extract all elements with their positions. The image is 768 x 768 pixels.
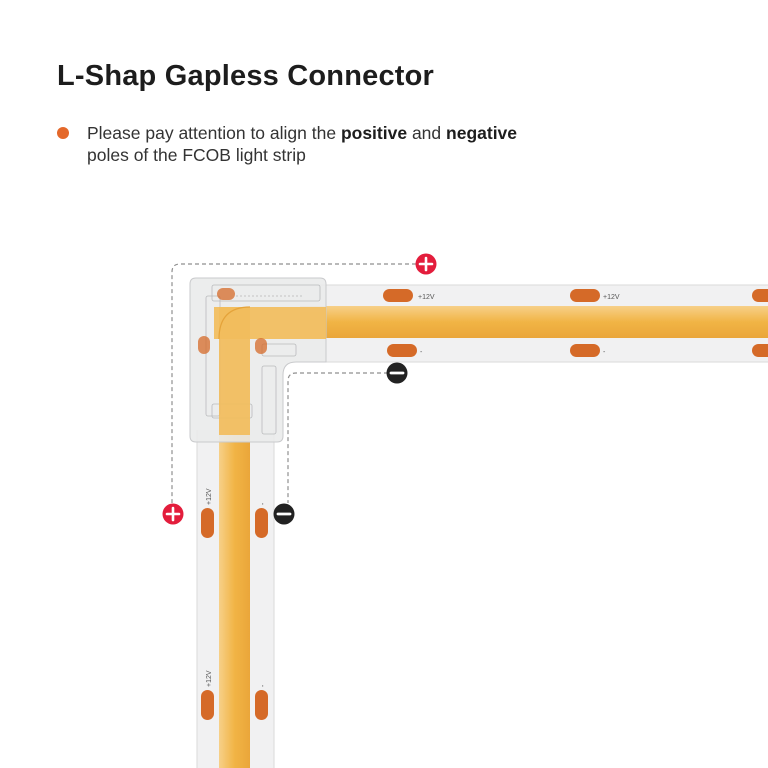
solder-pad xyxy=(387,344,417,357)
pad-label-positive: +12V xyxy=(206,488,213,505)
pad-label-negative: - xyxy=(260,502,267,505)
bullet-icon xyxy=(57,127,69,139)
horizontal-light-strip: +12V +12V - - xyxy=(300,284,768,363)
negative-guide-line xyxy=(287,372,388,503)
note-positive: positive xyxy=(340,123,408,143)
solder-pad xyxy=(201,508,214,538)
solder-pad xyxy=(255,508,268,538)
solder-pad xyxy=(198,336,210,354)
note-text-line2: poles of the FCOB light strip xyxy=(87,145,306,165)
negative-pole-marker xyxy=(273,503,295,525)
solder-pad xyxy=(255,338,267,354)
solder-pad xyxy=(752,344,768,357)
horizontal-cob-light xyxy=(300,306,768,338)
solder-pad xyxy=(217,288,235,300)
connector-light-vertical xyxy=(219,307,250,435)
solder-pad xyxy=(570,344,600,357)
pad-label-positive: +12V xyxy=(603,294,620,301)
instruction-text: Please pay attention to align the positi… xyxy=(87,122,517,166)
note-negative: negative xyxy=(446,123,518,143)
l-connector xyxy=(189,277,327,443)
pad-label-negative: - xyxy=(420,349,423,356)
pad-label-positive: +12V xyxy=(206,670,213,687)
positive-guide-line xyxy=(171,263,416,503)
negative-pole-marker xyxy=(386,362,408,384)
note-text-part1: Please pay attention to align the xyxy=(87,123,341,143)
plus-icon xyxy=(418,256,434,272)
page-title: L-Shap Gapless Connector xyxy=(57,60,435,92)
solder-pad xyxy=(201,690,214,720)
note-text-part2: and xyxy=(407,123,447,143)
solder-pad xyxy=(752,289,768,302)
positive-pole-marker xyxy=(415,253,437,275)
positive-pole-marker xyxy=(162,503,184,525)
solder-pad xyxy=(570,289,600,302)
solder-pad xyxy=(383,289,413,302)
plus-icon xyxy=(165,506,181,522)
pole-guide-lines xyxy=(171,263,416,503)
solder-pad xyxy=(255,690,268,720)
pad-label-positive: +12V xyxy=(418,294,435,301)
pad-label-negative: - xyxy=(603,349,606,356)
pad-label-negative: - xyxy=(260,684,267,687)
